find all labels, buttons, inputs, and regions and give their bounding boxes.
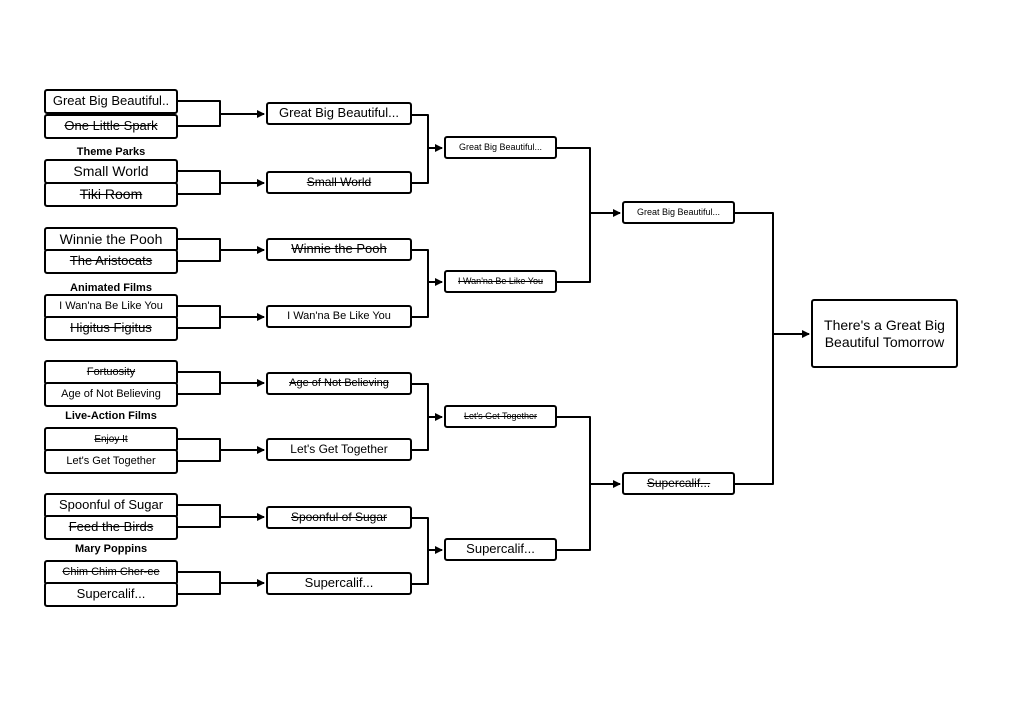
round1-entry: Chim Chim Cher-ee	[44, 560, 178, 585]
round3-entry: Great Big Beautiful...	[444, 136, 557, 159]
category-label-theme-parks: Theme Parks	[76, 146, 146, 158]
category-label-mary-poppins: Mary Poppins	[74, 543, 148, 555]
round4-entry: Great Big Beautiful...	[622, 201, 735, 224]
round2-entry: Spoonful of Sugar	[266, 506, 412, 529]
entry-label: Great Big Beautiful...	[636, 207, 721, 218]
entry-label: Supercalif...	[304, 575, 374, 591]
entry-label: Great Big Beautiful...	[279, 105, 399, 121]
entry-label: The Aristocats	[69, 253, 153, 269]
entry-label: Enjoy It	[94, 433, 128, 445]
category-label-animated-films: Animated Films	[70, 282, 152, 294]
round4-entry: Supercalif...	[622, 472, 735, 495]
entry-label: Great Big Beautiful..	[52, 93, 170, 109]
entry-label: Higitus Figitus	[70, 320, 152, 336]
entry-label: I Wan'na Be Like You	[59, 300, 163, 313]
round2-entry: Great Big Beautiful...	[266, 102, 412, 125]
round1-entry: Winnie the Pooh	[44, 227, 178, 252]
entry-label: Winnie the Pooh	[291, 241, 387, 257]
round1-entry: Higitus Figitus	[44, 316, 178, 341]
round2-entry: Small World	[266, 171, 412, 194]
entry-label: Great Big Beautiful...	[458, 142, 543, 153]
round3-entry: I Wan'na Be Like You	[444, 270, 557, 293]
entry-label: Age of Not Believing	[289, 377, 389, 390]
round2-entry: Let's Get Together	[266, 438, 412, 461]
entry-label: One Little Spark	[64, 118, 158, 134]
entry-label: I Wan'na Be Like You	[287, 310, 391, 323]
entry-label: Chim Chim Cher-ee	[62, 566, 160, 579]
round2-entry: Age of Not Believing	[266, 372, 412, 395]
round1-entry: Age of Not Believing	[44, 382, 178, 407]
round1-entry: Supercalif...	[44, 582, 178, 607]
entry-label: Supercalif...	[646, 475, 711, 490]
entry-label: Feed the Birds	[68, 519, 154, 535]
round3-entry: Supercalif...	[444, 538, 557, 561]
entry-label: Let's Get Together	[463, 411, 538, 422]
entry-label: Small World	[73, 163, 149, 180]
entry-label: Supercalif...	[466, 541, 535, 557]
round2-entry: Supercalif...	[266, 572, 412, 595]
entry-label: Spoonful of Sugar	[58, 497, 164, 513]
round1-entry: Let's Get Together	[44, 449, 178, 474]
entry-label: Supercalif...	[76, 586, 146, 602]
entry-label: Age of Not Believing	[61, 388, 161, 401]
category-label-live-action-films: Live-Action Films	[65, 410, 157, 422]
round1-entry: Feed the Birds	[44, 515, 178, 540]
round2-entry: Winnie the Pooh	[266, 238, 412, 261]
entry-label: Tiki Room	[79, 186, 143, 203]
round1-entry: Tiki Room	[44, 182, 178, 207]
entry-label: Let's Get Together	[290, 441, 388, 456]
entry-label: I Wan'na Be Like You	[458, 276, 543, 287]
round3-entry: Let's Get Together	[444, 405, 557, 428]
entry-label: Fortuosity	[86, 366, 136, 379]
round1-entry: Small World	[44, 159, 178, 184]
round1-entry: One Little Spark	[44, 114, 178, 139]
round1-entry: Great Big Beautiful..	[44, 89, 178, 114]
round1-entry: I Wan'na Be Like You	[44, 294, 178, 319]
round2-entry: I Wan'na Be Like You	[266, 305, 412, 328]
round1-entry: The Aristocats	[44, 249, 178, 274]
entry-label: Spoonful of Sugar	[290, 509, 388, 524]
entry-label: Winnie the Pooh	[59, 231, 163, 248]
champion-label: There's a Great Big Beautiful Tomorrow	[824, 317, 945, 350]
champion-box: There's a Great Big Beautiful Tomorrow	[811, 299, 958, 368]
entry-label: Let's Get Together	[66, 455, 156, 468]
entry-label: Small World	[306, 174, 372, 189]
